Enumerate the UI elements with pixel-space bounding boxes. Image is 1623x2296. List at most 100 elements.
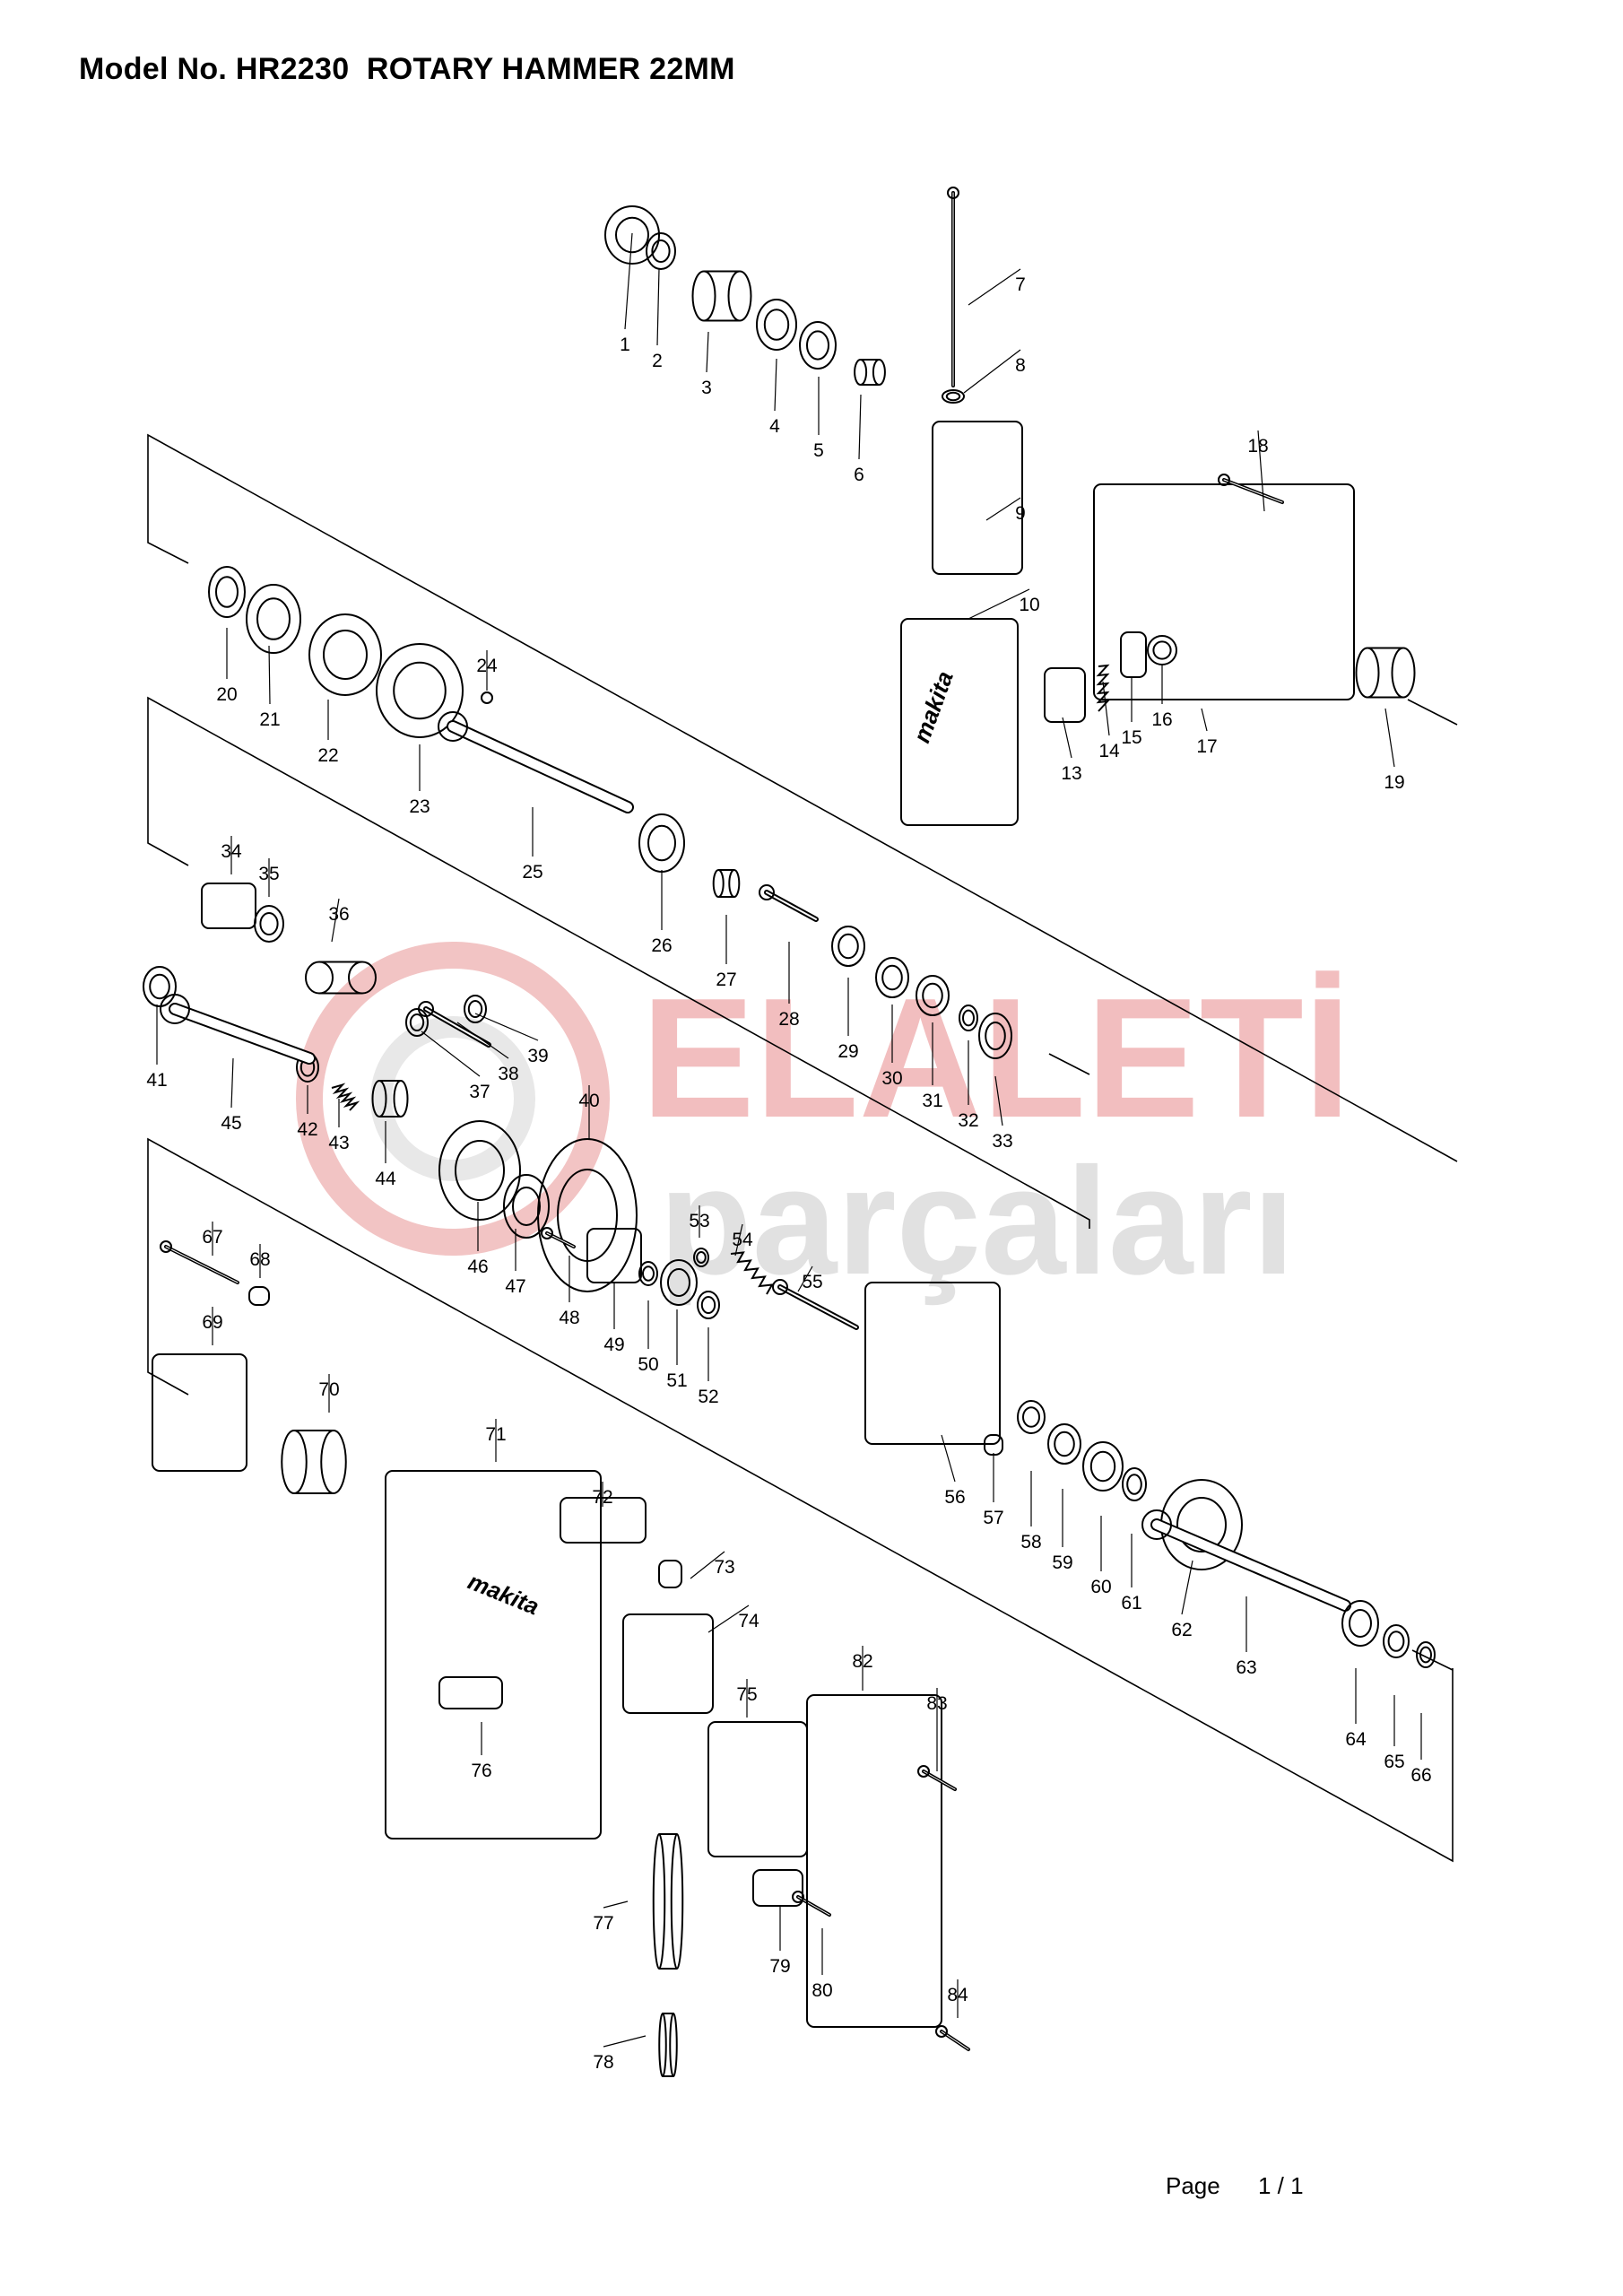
part-number-label: 69 — [202, 1312, 222, 1333]
part-73-shape — [658, 1560, 682, 1588]
part-13-shape — [1044, 667, 1086, 723]
part-number-label: 79 — [769, 1956, 790, 1977]
part-38-shape — [418, 1001, 491, 1048]
leader-line-7 — [968, 268, 1021, 306]
part-number-label: 41 — [146, 1070, 167, 1091]
part-44-shape — [371, 1080, 409, 1118]
part-23-shape — [376, 643, 464, 738]
part-8-shape — [942, 389, 965, 404]
part-41-shape — [143, 966, 177, 1007]
part-77-shape — [652, 1833, 684, 1970]
part-2-shape — [646, 232, 676, 270]
part-number-label: 29 — [838, 1041, 858, 1062]
part-65-shape — [1383, 1624, 1410, 1658]
part-27-shape — [712, 869, 741, 898]
part-37-shape — [405, 1008, 429, 1037]
part-16-shape — [1147, 635, 1177, 665]
part-number-label: 18 — [1247, 436, 1268, 457]
leader-line-4 — [774, 358, 777, 412]
part-number-label: 83 — [926, 1693, 947, 1714]
part-33-shape — [978, 1013, 1012, 1059]
part-68-shape — [248, 1286, 270, 1306]
part-number-label: 78 — [593, 2052, 613, 2073]
makita-logo: makita — [907, 667, 958, 746]
part-number-label: 16 — [1151, 709, 1172, 730]
part-19-shape — [1355, 647, 1416, 699]
part-number-label: 74 — [738, 1611, 759, 1631]
leader-line-19 — [1384, 708, 1395, 768]
leader-line-77 — [603, 1900, 629, 1909]
leader-line-8 — [963, 349, 1021, 394]
part-number-label: 40 — [578, 1091, 599, 1111]
part-number-label: 1 — [620, 335, 630, 355]
leader-line-37 — [421, 1031, 481, 1077]
leader-line-56 — [941, 1434, 956, 1483]
page-label: Page — [1166, 2172, 1220, 2199]
part-79-shape — [752, 1869, 803, 1907]
part-number-label: 67 — [202, 1227, 222, 1248]
part-number-label: 76 — [471, 1761, 491, 1781]
part-74-shape — [622, 1613, 714, 1714]
part-78-shape — [658, 2013, 678, 2077]
part-50-shape — [638, 1261, 658, 1286]
leader-line-54 — [734, 1223, 743, 1257]
part-number-label: 73 — [714, 1557, 734, 1578]
part-80-shape — [792, 1891, 831, 1917]
part-number-label: 68 — [249, 1249, 270, 1270]
part-6-shape — [854, 359, 886, 386]
part-number-label: 60 — [1090, 1577, 1111, 1597]
part-number-label: 34 — [221, 841, 242, 862]
part-number-label: 27 — [716, 970, 736, 990]
part-number-label: 14 — [1098, 741, 1120, 761]
part-25-shape — [438, 711, 634, 813]
part-71-shape — [385, 1470, 602, 1839]
part-number-label: 30 — [881, 1068, 902, 1089]
part-26-shape — [638, 813, 685, 873]
part-number-label: 35 — [258, 864, 279, 884]
part-43-shape — [331, 1083, 360, 1111]
part-39-shape — [464, 995, 487, 1023]
part-number-label: 49 — [603, 1335, 624, 1355]
part-22-shape — [308, 613, 382, 696]
part-number-label: 53 — [689, 1211, 709, 1231]
part-number-label: 15 — [1121, 727, 1141, 748]
part-number-label: 54 — [732, 1230, 753, 1250]
part-number-label: 57 — [983, 1508, 1003, 1528]
part-15-shape — [1120, 631, 1147, 678]
part-number-label: 75 — [736, 1684, 757, 1705]
part-76-shape — [438, 1676, 503, 1709]
part-number-label: 63 — [1236, 1657, 1256, 1678]
part-number-label: 48 — [559, 1308, 579, 1328]
part-58-shape — [1017, 1400, 1046, 1434]
part-number-label: 52 — [698, 1387, 718, 1407]
part-56-shape — [864, 1282, 1001, 1445]
part-number-label: 2 — [652, 351, 663, 371]
part-83-shape — [917, 1765, 957, 1791]
leader-line-62 — [1181, 1560, 1193, 1615]
part-number-label: 37 — [469, 1082, 490, 1102]
part-number-label: 61 — [1121, 1593, 1141, 1613]
part-number-label: 39 — [527, 1046, 548, 1066]
part-number-label: 19 — [1384, 772, 1404, 793]
part-number-label: 51 — [666, 1370, 687, 1391]
part-82-shape — [806, 1694, 942, 2028]
part-number-label: 6 — [854, 465, 864, 485]
part-number-label: 33 — [992, 1131, 1012, 1152]
leader-line-3 — [706, 331, 709, 373]
leader-line-1 — [624, 232, 633, 330]
part-number-label: 59 — [1052, 1552, 1072, 1573]
leader-line-74 — [707, 1605, 750, 1633]
part-32-shape — [959, 1004, 978, 1031]
part-number-label: 31 — [922, 1091, 942, 1111]
part-45-shape — [160, 994, 316, 1065]
part-36-shape — [305, 961, 377, 995]
page-title: Model No. HR2230 ROTARY HAMMER 22MM — [79, 52, 735, 86]
part-54-shape — [730, 1251, 774, 1295]
part-20-shape — [208, 566, 246, 618]
part-number-label: 84 — [947, 1985, 968, 2005]
part-number-label: 77 — [593, 1913, 613, 1934]
part-number-label: 25 — [522, 862, 542, 883]
part-5-shape — [799, 321, 837, 370]
part-number-label: 66 — [1410, 1765, 1431, 1786]
